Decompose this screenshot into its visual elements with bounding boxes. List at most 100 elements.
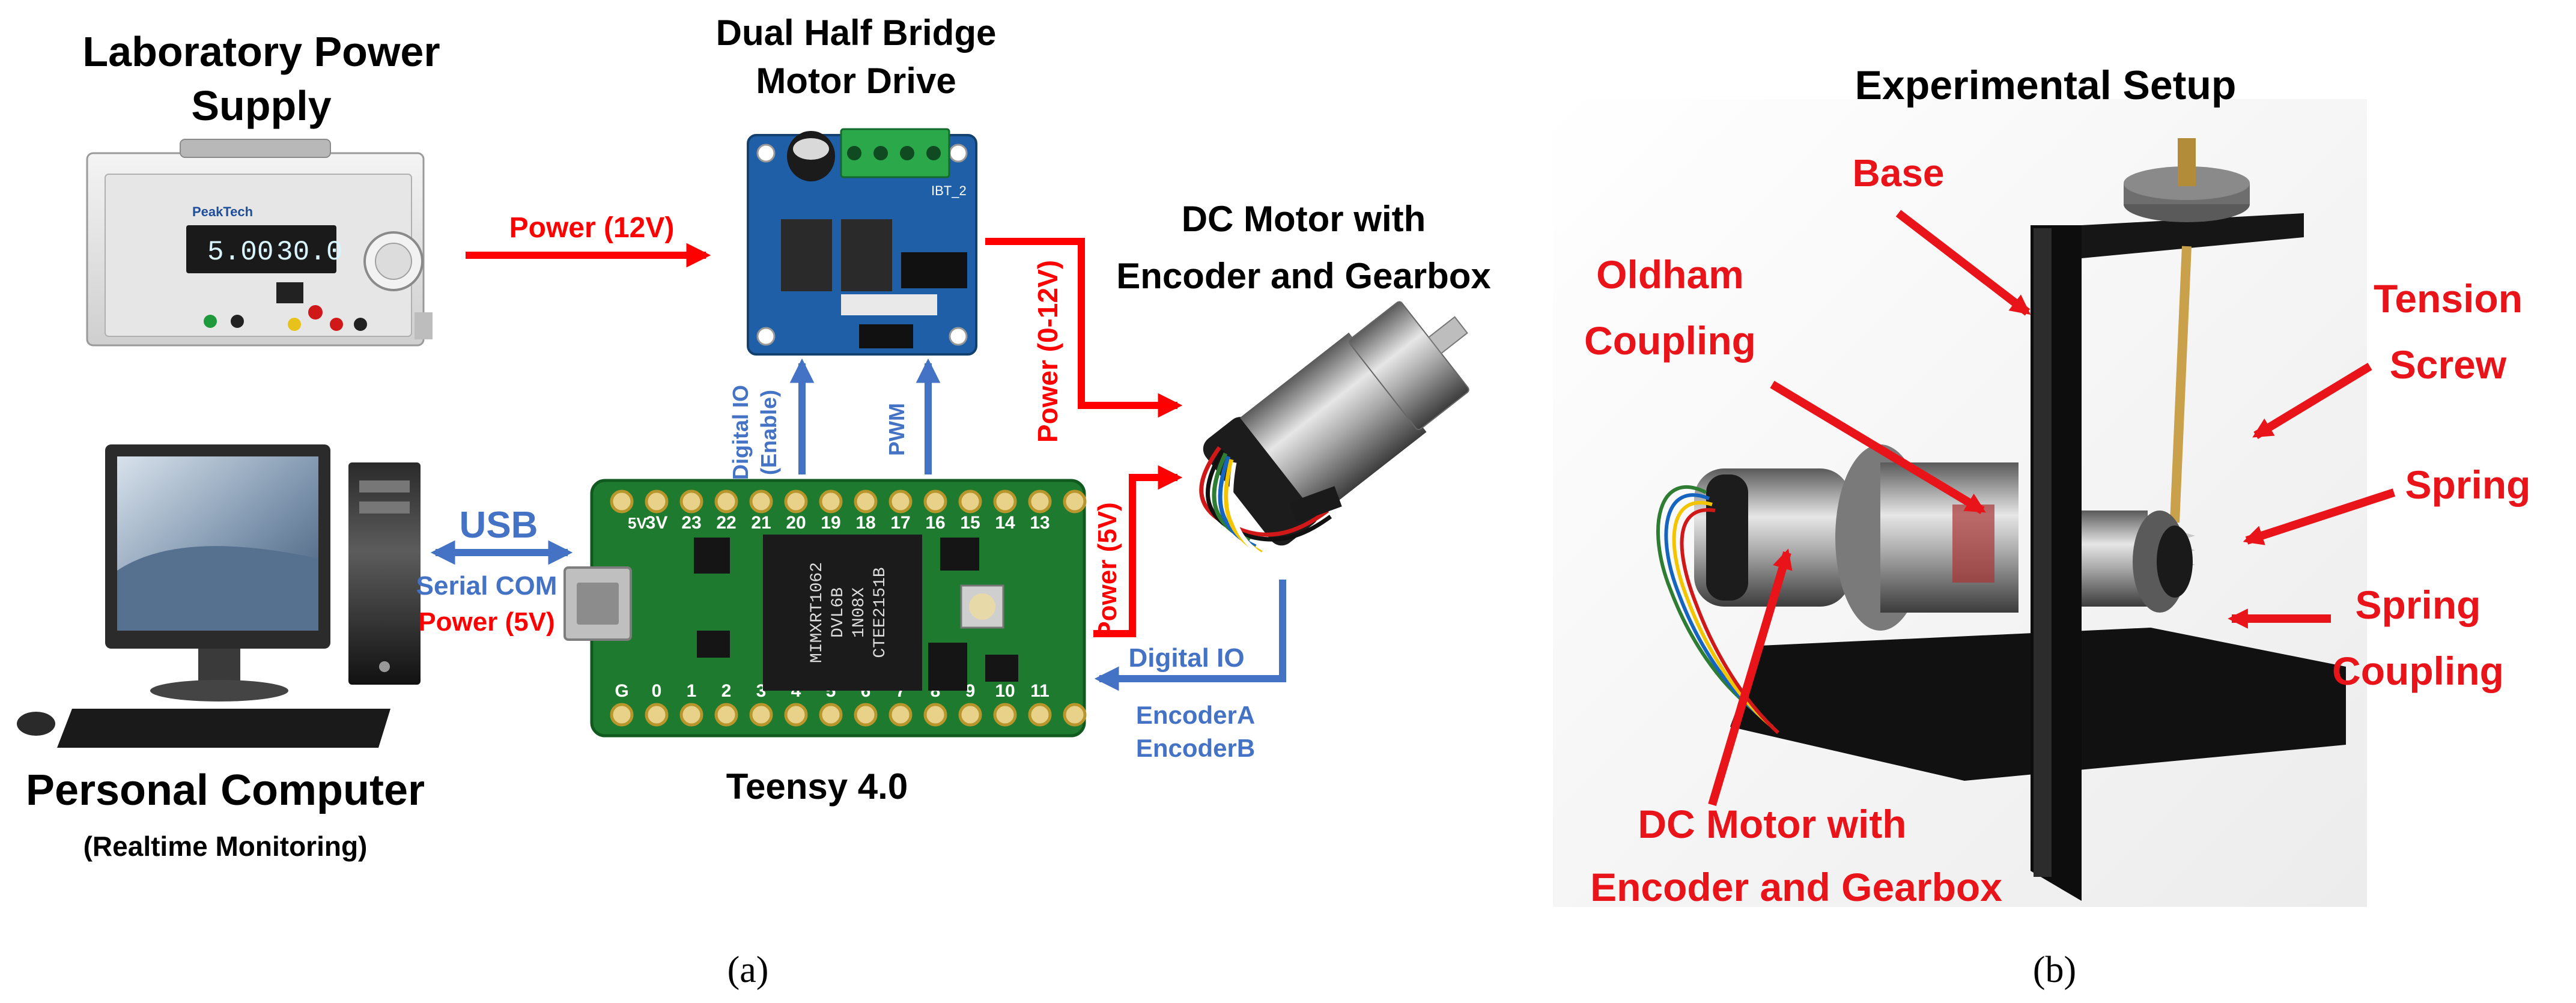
label-tension-line1: Tension	[2374, 276, 2523, 321]
teensy-pin-hole-bottom	[923, 703, 947, 727]
panel-b-experimental-setup: Experimental Setup Base Oldham Coupling …	[1553, 62, 2531, 990]
arrow-dc-motor	[1708, 548, 1793, 806]
label-tension-line2: Screw	[2390, 342, 2507, 387]
label-power-supply-line1: Laboratory Power	[82, 28, 440, 75]
current-readout: 30.0	[276, 237, 342, 268]
label-power-0-12v: Power (0-12V)	[1032, 260, 1063, 443]
oldham-coupling-housing	[1880, 462, 2019, 613]
mouse	[17, 712, 55, 736]
teensy-pin-hole-bottom	[679, 703, 703, 727]
teensy-pin-hole-bottom	[610, 703, 634, 727]
label-motor-drive-line2: Motor Drive	[756, 61, 956, 101]
teensy-pin-hole-top	[714, 489, 738, 514]
label-spring-coupling-line1: Spring	[2356, 583, 2481, 627]
label-spring-coupling-line2: Coupling	[2332, 649, 2504, 693]
teensy-pin-hole-bottom	[854, 703, 878, 727]
teensy-pin-label-bottom: 2	[721, 681, 732, 701]
teensy-pin-hole-top	[923, 489, 947, 514]
label-setup-motor-line2: Encoder and Gearbox	[1590, 865, 2002, 909]
teensy-pin-hole-bottom	[1028, 703, 1052, 727]
teensy-pin-label-bottom: 1	[687, 681, 697, 701]
label-serial-com: Serial COM	[416, 571, 557, 601]
connection-arrows	[430, 238, 1286, 691]
experimental-setup-photo	[1553, 99, 2367, 907]
teensy-pin-label-top: 14	[995, 513, 1015, 533]
arrow-tension	[2252, 363, 2372, 439]
teensy-pin-label-top: 18	[855, 513, 875, 533]
chip-line-4: CTEE2151B	[871, 567, 890, 658]
teensy-pin-hole-bottom	[958, 703, 982, 727]
arrow-oldham	[1770, 380, 1986, 515]
teensy-pin-label-top: 20	[786, 513, 806, 533]
chip-line-2: DVL6B	[829, 587, 848, 638]
teensy-pin-hole-top	[993, 489, 1017, 514]
imxrt-chip	[763, 535, 922, 691]
teensy-pin-hole-bottom	[645, 703, 669, 727]
label-encoder-a: EncoderA	[1136, 701, 1255, 729]
teensy-pin-hole-bottom	[749, 703, 773, 727]
teensy-pin-holes-top	[610, 489, 1087, 514]
tension-screw-rod	[2170, 246, 2192, 523]
teensy-pin-hole-top	[1028, 489, 1052, 514]
label-spring: Spring	[2405, 462, 2531, 507]
dc-motor-image	[1199, 301, 1469, 561]
label-digital-io-enable-line1: Digital IO	[728, 385, 753, 480]
teensy-pin-hole-bottom	[714, 703, 738, 727]
teensy-pin-hole-top	[958, 489, 982, 514]
teensy-pin-label-top: 16	[925, 513, 945, 533]
label-usb: USB	[460, 505, 538, 546]
teensy-pin-label-top: 21	[751, 513, 771, 533]
teensy-pin-label-bottom: 10	[995, 681, 1015, 701]
arrow-base	[1895, 210, 2031, 316]
teensy-pin-label-top: 19	[821, 513, 840, 533]
teensy-pin-label-top: 23	[681, 513, 701, 533]
driver-board-id: IBT_2	[931, 183, 967, 198]
desktop-tower	[348, 462, 421, 685]
label-personal-computer: Personal Computer	[26, 766, 425, 814]
teensy-pin-label-top: 15	[960, 513, 980, 533]
arrow-power-5v-motor	[1093, 465, 1183, 637]
teensy-pin-hole-bottom	[1063, 703, 1087, 727]
teensy-pin-hole-bottom	[993, 703, 1017, 727]
chip-line-3: 1N08X	[850, 587, 869, 638]
teensy-pin-holes-bottom	[610, 703, 1087, 727]
setup-callout-arrows	[1708, 210, 2396, 806]
voltage-readout: 5.00	[207, 237, 273, 268]
panel-b-title: Experimental Setup	[1855, 62, 2237, 108]
teensy-pin-hole-bottom	[784, 703, 808, 727]
panel-a-wiring-diagram: PeakTech 5.00 30.0	[17, 13, 1491, 990]
label-digital-io: Digital IO	[1128, 643, 1244, 673]
label-motor-drive-line1: Dual Half Bridge	[716, 13, 997, 53]
teensy-pin-label-bottom: 0	[652, 681, 662, 701]
teensy-pin-label-top: 22	[716, 513, 736, 533]
teensy-pin-hole-top	[610, 489, 634, 514]
teensy-pin-label-top: 17	[890, 513, 910, 533]
label-dc-motor-line2: Encoder and Gearbox	[1116, 256, 1491, 296]
teensy-pin-label-bottom: 11	[1030, 681, 1050, 701]
label-encoder-b: EncoderB	[1136, 734, 1255, 762]
arrow-digital-io-encoder	[1094, 580, 1286, 691]
motor-driver-board-image: IBT_2	[747, 128, 977, 356]
power-supply-brand: PeakTech	[192, 204, 253, 219]
teensy-pin-hole-bottom	[889, 703, 913, 727]
label-power-5v-motor: Power (5V)	[1093, 502, 1122, 638]
label-power-supply-line2: Supply	[191, 82, 331, 129]
label-dc-motor-line1: DC Motor with	[1182, 199, 1426, 239]
teensy-pin-hole-top	[854, 489, 878, 514]
teensy-pin-hole-top	[784, 489, 808, 514]
label-base: Base	[1853, 151, 1945, 195]
arrow-power-0-12v	[985, 238, 1183, 418]
teensy-pin-hole-top	[819, 489, 843, 514]
keyboard	[57, 709, 390, 748]
label-pc-subtitle: (Realtime Monitoring)	[84, 831, 368, 862]
label-pwm: PWM	[884, 403, 909, 456]
teensy-pin-hole-top	[679, 489, 703, 514]
teensy-pin-label-bottom: G	[615, 681, 628, 701]
label-power-5v-pc: Power (5V)	[418, 607, 554, 637]
teensy-pin-label-bottom: 9	[965, 681, 976, 701]
label-power-12v: Power (12V)	[509, 212, 675, 244]
label-setup-motor-line1: DC Motor with	[1638, 802, 1906, 846]
chip-line-1: MIMXRT1062	[808, 562, 827, 663]
